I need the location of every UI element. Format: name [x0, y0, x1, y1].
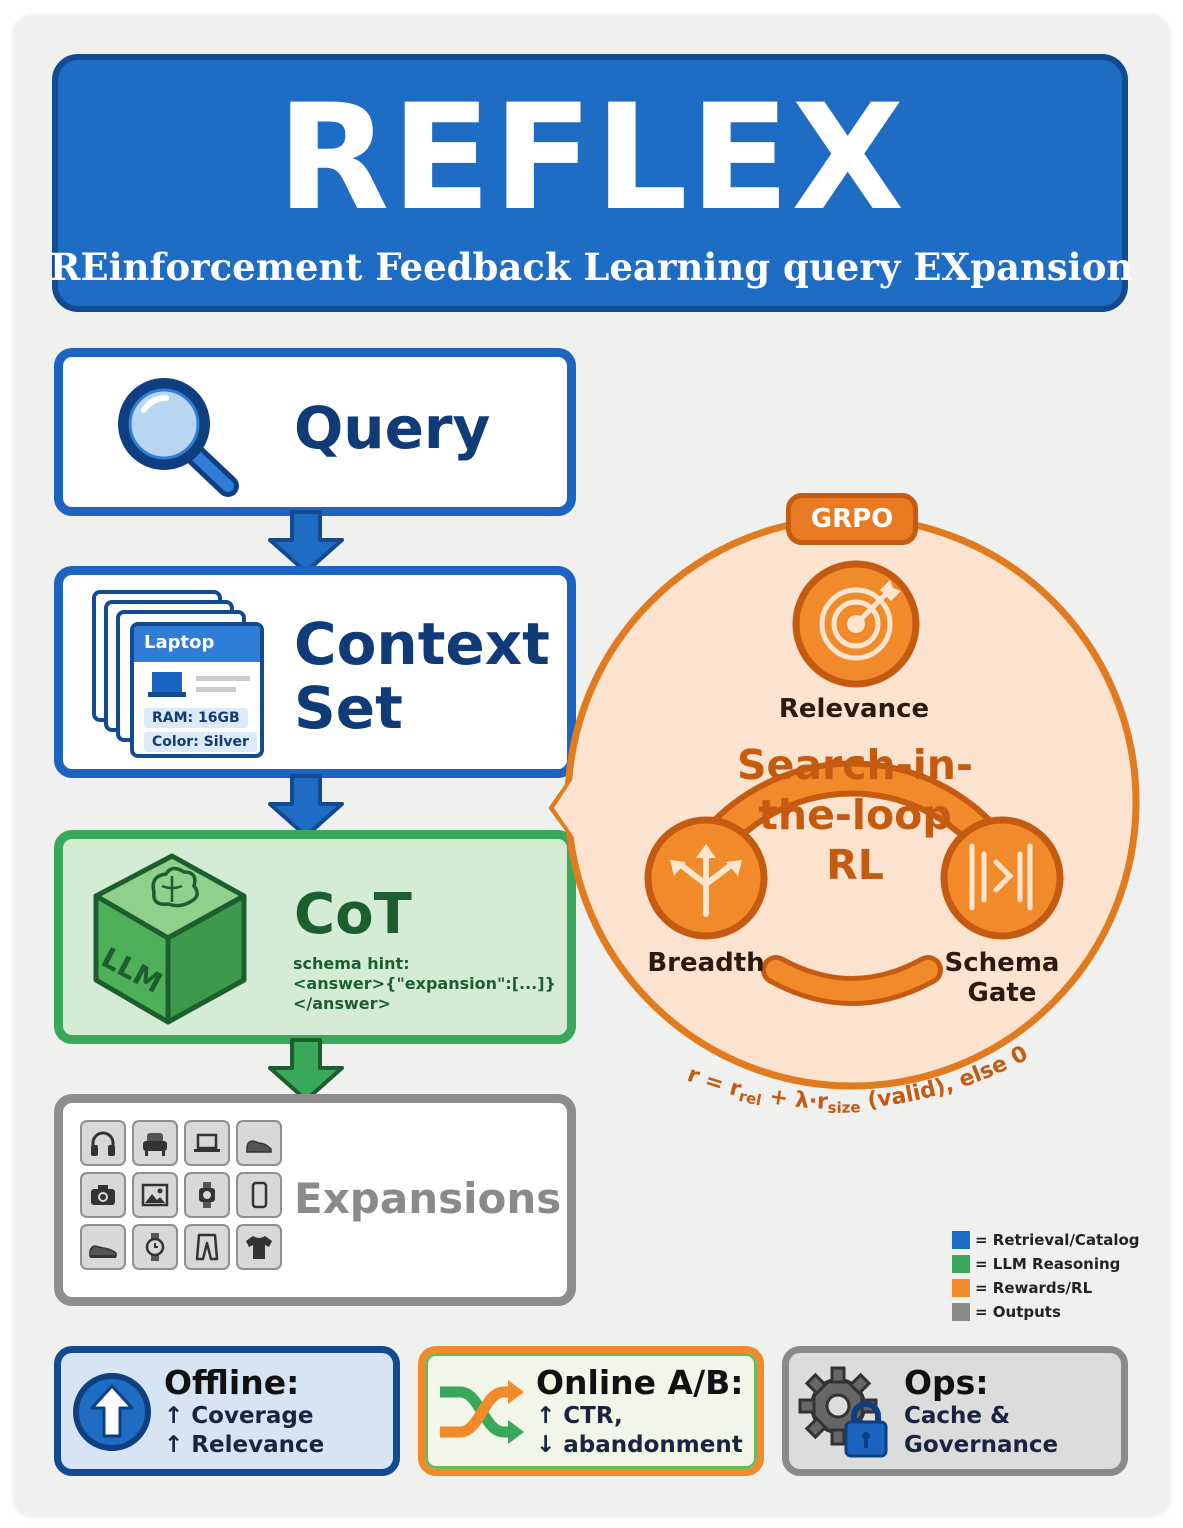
- online-ab-text: Online A/B: ↑ CTR, ↓ abandonment: [536, 1364, 743, 1460]
- phone-icon: [236, 1172, 282, 1218]
- ops-heading: Ops:: [904, 1363, 989, 1402]
- breadth-label: Breadth: [647, 948, 765, 978]
- rl-center-line2: the-loop: [758, 791, 952, 839]
- camera-icon: [80, 1172, 126, 1218]
- laptop-icon: [148, 672, 250, 697]
- shuffle-arrows-icon: [440, 1380, 524, 1444]
- grpo-badge: GRPO: [786, 493, 918, 545]
- legend-swatch: [952, 1255, 970, 1273]
- schema-gate-line2: Gate: [967, 978, 1037, 1008]
- tshirt-icon: [236, 1224, 282, 1270]
- offline-heading: Offline:: [164, 1363, 300, 1402]
- rl-center-title: Search-in- the-loop RL: [700, 740, 1010, 890]
- magnifier-icon: [118, 378, 239, 497]
- expansion-icon-grid: [80, 1120, 290, 1270]
- watch-icon: [132, 1224, 178, 1270]
- schema-gate-line1: Schema: [944, 948, 1060, 978]
- offline-line2: ↑ Relevance: [164, 1432, 325, 1458]
- context-label-line2: Set: [294, 674, 403, 742]
- legend-item: = Retrieval/Catalog: [952, 1228, 1140, 1252]
- rl-center-line3: RL: [826, 841, 884, 889]
- rl-center-line1: Search-in-: [737, 741, 973, 789]
- smartwatch-icon: [184, 1172, 230, 1218]
- legend-swatch: [952, 1279, 970, 1297]
- schema-hint: schema hint: <answer>{"expansion":[...]}…: [293, 954, 556, 1014]
- ops-line1: Cache &: [904, 1403, 1011, 1429]
- online-heading: Online A/B:: [536, 1363, 744, 1402]
- sneaker-icon: [236, 1120, 282, 1166]
- headphones-icon: [80, 1120, 126, 1166]
- ops-text: Ops: Cache & Governance: [904, 1364, 1058, 1460]
- legend-item: = Rewards/RL: [952, 1276, 1140, 1300]
- llm-cube-icon: LLM: [93, 853, 247, 1025]
- legend-item: = Outputs: [952, 1300, 1140, 1324]
- gear-lock-icon: [798, 1366, 888, 1458]
- ops-line2: Governance: [904, 1432, 1059, 1458]
- context-card-title: Laptop: [144, 632, 215, 653]
- relevance-label: Relevance: [778, 694, 930, 724]
- offline-text: Offline: ↑ Coverage ↑ Relevance: [164, 1364, 324, 1460]
- offline-line1: ↑ Coverage: [164, 1403, 314, 1429]
- context-label: Context: [294, 610, 550, 678]
- legend-item: = LLM Reasoning: [952, 1252, 1140, 1276]
- cot-label: CoT: [294, 882, 412, 947]
- page-subtitle: REinforcement Feedback Learning query EX…: [49, 245, 1134, 289]
- schema-hint-line3: </answer>: [293, 994, 391, 1013]
- schema-hint-line2: <answer>{"expansion":[...]}: [293, 974, 556, 993]
- laptop-icon: [184, 1120, 230, 1166]
- schema-gate-label: Schema Gate: [932, 948, 1072, 1008]
- query-label: Query: [294, 394, 491, 462]
- legend: = Retrieval/Catalog = LLM Reasoning = Re…: [952, 1228, 1140, 1324]
- arrow-down-icon: [268, 774, 344, 838]
- online-line2: ↓ abandonment: [536, 1432, 743, 1458]
- context-attr-ram: RAM: 16GB: [144, 708, 248, 728]
- shoe-icon: [80, 1224, 126, 1270]
- schema-hint-line1: schema hint:: [293, 954, 410, 973]
- legend-swatch: [952, 1231, 970, 1249]
- online-line1: ↑ CTR,: [536, 1403, 623, 1429]
- context-attr-color: Color: Silver: [144, 732, 257, 752]
- pants-icon: [184, 1224, 230, 1270]
- picture-icon: [132, 1172, 178, 1218]
- up-arrow-circle-icon: [73, 1373, 151, 1451]
- armchair-icon: [132, 1120, 178, 1166]
- arrow-down-icon: [268, 510, 344, 574]
- legend-swatch: [952, 1303, 970, 1321]
- expansions-label: Expansions: [294, 1174, 562, 1223]
- rl-cycle-diagram: r = rrel + λ·rsize (valid), else 0: [549, 514, 1140, 1117]
- context-card: Laptop RAM: 16GB Color: Silver: [130, 622, 264, 758]
- page-title: REFLEX: [276, 73, 907, 243]
- arrow-down-icon: [268, 1038, 344, 1102]
- title-banner: [52, 54, 1128, 312]
